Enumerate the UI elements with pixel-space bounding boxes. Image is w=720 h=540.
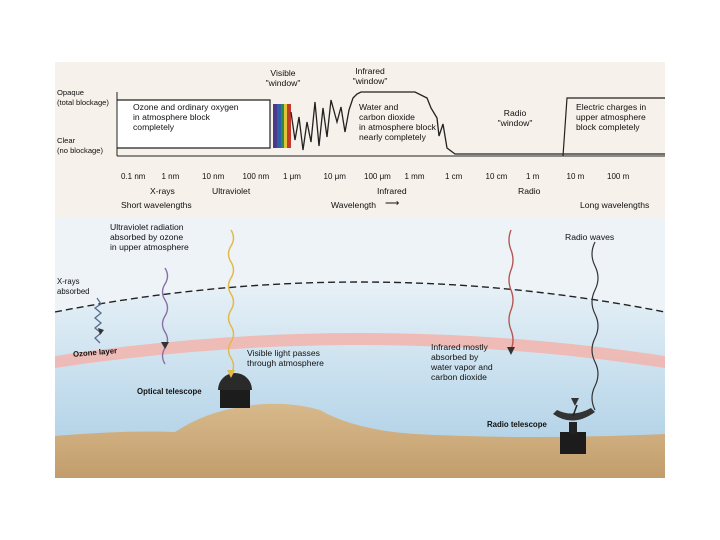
visible-window-blue — [277, 104, 281, 148]
opaque-region-short — [117, 99, 271, 149]
band-label-infrared: Infrared — [377, 186, 407, 196]
tick-label: 10 μm — [323, 172, 346, 181]
radio-arrowhead — [571, 398, 579, 406]
radio-telescope-label: Radio telescope — [487, 420, 547, 429]
uv-arrowhead — [161, 342, 169, 349]
tick-label: 100 μm — [364, 172, 391, 181]
optical-telescope-shape — [218, 373, 252, 408]
y-axis-clear-label: Clear (no blockage) — [57, 136, 104, 155]
tick-label: 10 cm — [485, 172, 508, 181]
tick-label: 100 nm — [242, 172, 270, 181]
visible-window-yellow — [284, 104, 287, 148]
xray-ray — [93, 297, 103, 344]
wavelength-arrow: ⟶ — [385, 198, 400, 209]
ozone-oxygen-note: Ozone and ordinary oxygen in atmosphere … — [133, 102, 239, 132]
radio-window-label: Radio "window" — [497, 108, 533, 128]
radio-waves-label: Radio waves — [565, 232, 615, 242]
tick-label: 1 mm — [404, 172, 425, 181]
atmospheric-transparency-figure: Opaque (total blockage) Clear (no blocka… — [55, 62, 665, 478]
infrared-absorption-profile — [290, 91, 665, 155]
tick-label: 1 m — [526, 172, 540, 181]
infrared-window-label: Infrared "window" — [352, 66, 388, 86]
uv-absorbed-note: Ultraviolet radiation absorbed by ozone … — [110, 222, 189, 252]
tick-label: 1 cm — [445, 172, 463, 181]
infrared-arrowhead — [507, 347, 515, 355]
tick-label: 10 nm — [202, 172, 225, 181]
visible-arrowhead — [227, 370, 235, 378]
visible-window-label: Visible "window" — [265, 68, 301, 88]
xray-arrowhead — [98, 328, 104, 335]
band-label-radio: Radio — [518, 186, 541, 196]
visible-window-violet — [273, 104, 277, 148]
band-label-ultraviolet: Ultraviolet — [212, 186, 251, 196]
tick-label: 10 m — [566, 172, 585, 181]
wavelength-axis-label: Wavelength — [331, 200, 377, 210]
infrared-absorbed-note: Infrared mostly absorbed by water vapor … — [431, 342, 493, 382]
xrays-absorbed-note: X-rays absorbed — [57, 277, 90, 296]
band-label-xrays: X-rays — [150, 186, 175, 196]
tick-label: 0.1 nm — [121, 172, 146, 181]
radio-ray — [591, 241, 599, 411]
visible-light-note: Visible light passes through atmosphere — [247, 348, 324, 368]
radio-telescope-shape — [553, 404, 595, 454]
tick-label: 1 μm — [283, 172, 301, 181]
visible-window-red — [287, 104, 291, 148]
transparency-chart — [116, 91, 665, 157]
infrared-ray — [508, 229, 514, 351]
y-axis-opaque-label: Opaque (total blockage) — [57, 88, 109, 107]
visible-ray — [227, 229, 235, 375]
electric-charges-note: Electric charges in upper atmosphere blo… — [576, 102, 647, 132]
ground — [55, 403, 665, 478]
scene-artwork — [55, 91, 665, 478]
tick-label: 1 nm — [161, 172, 180, 181]
visible-window-green — [281, 104, 284, 148]
optical-telescope-label: Optical telescope — [137, 387, 202, 396]
long-wavelengths-label: Long wavelengths — [580, 200, 650, 210]
opaque-region-long — [562, 97, 665, 157]
water-co2-note: Water and carbon dioxide in atmosphere b… — [359, 102, 436, 142]
short-wavelengths-label: Short wavelengths — [121, 200, 192, 210]
tick-label: 100 m — [607, 172, 630, 181]
